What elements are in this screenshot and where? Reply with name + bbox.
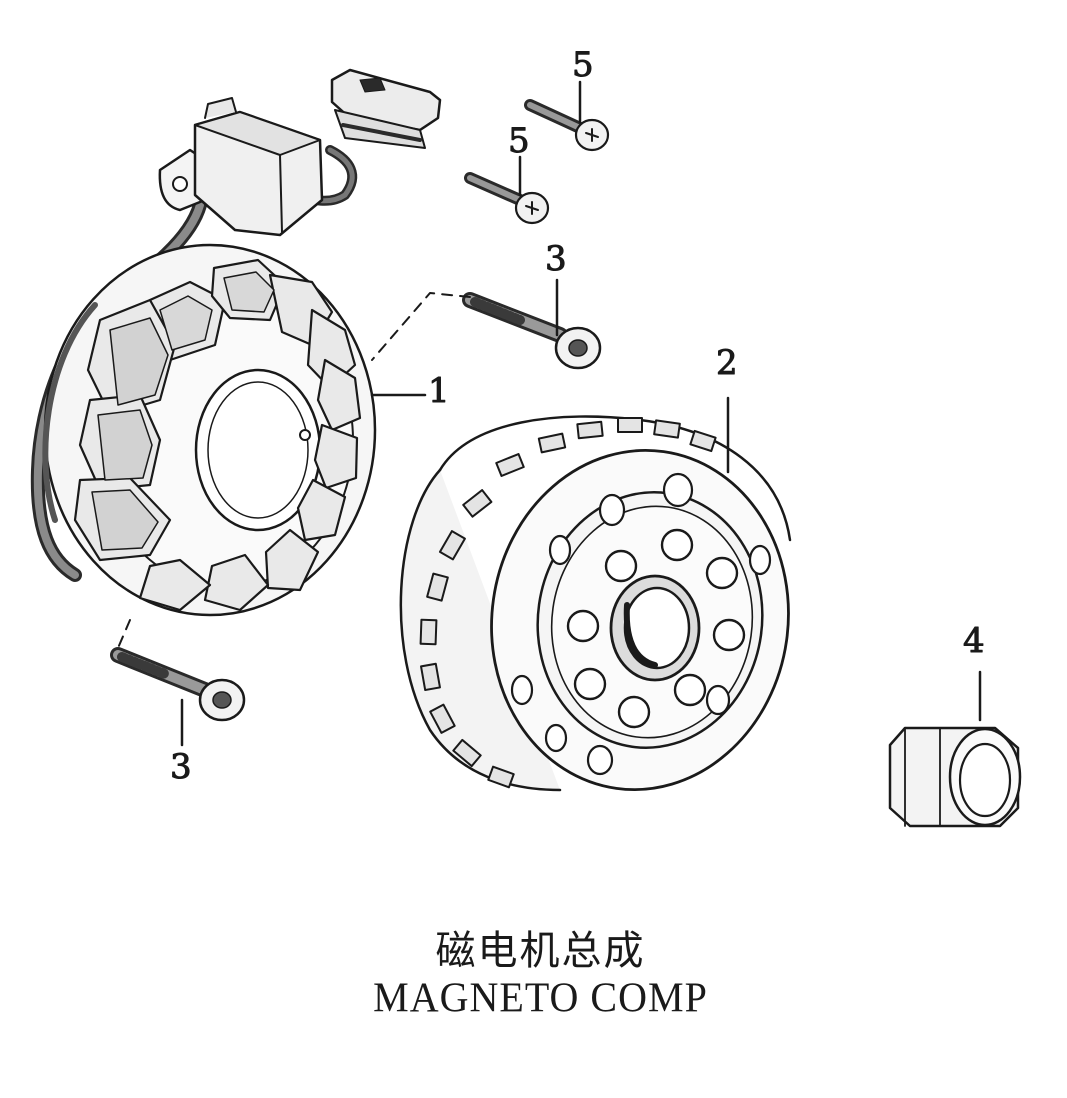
callout-4: 4 — [963, 621, 985, 661]
callout-5-top: 5 — [572, 45, 594, 85]
callout-5-mid: 5 — [508, 121, 530, 161]
pickup-block — [193, 97, 324, 237]
flywheel-holes — [510, 472, 772, 776]
flywheel-nut — [888, 726, 1022, 828]
stator-assembly — [30, 68, 442, 617]
callout-1: 1 — [428, 371, 450, 411]
alignment-dashes — [117, 292, 471, 649]
callout-2: 2 — [716, 343, 738, 383]
center-boss — [609, 574, 701, 682]
callout-3-upper: 3 — [545, 239, 567, 279]
title-english: MAGNETO COMP — [373, 973, 708, 1022]
hub-holes — [566, 528, 746, 729]
stator-coils — [73, 258, 362, 612]
leader-lines — [180, 80, 982, 747]
rim-vents — [419, 417, 717, 789]
callout-3-lower: 3 — [170, 747, 192, 787]
stator-edge — [42, 302, 98, 523]
flywheel-rotor — [399, 415, 792, 792]
connector-plug — [330, 68, 442, 149]
title-chinese: 磁电机总成 — [435, 928, 646, 974]
screw-top — [524, 99, 610, 152]
bolt-upper — [462, 292, 602, 370]
bolt-lower — [110, 647, 246, 722]
screw-mid — [464, 172, 550, 225]
